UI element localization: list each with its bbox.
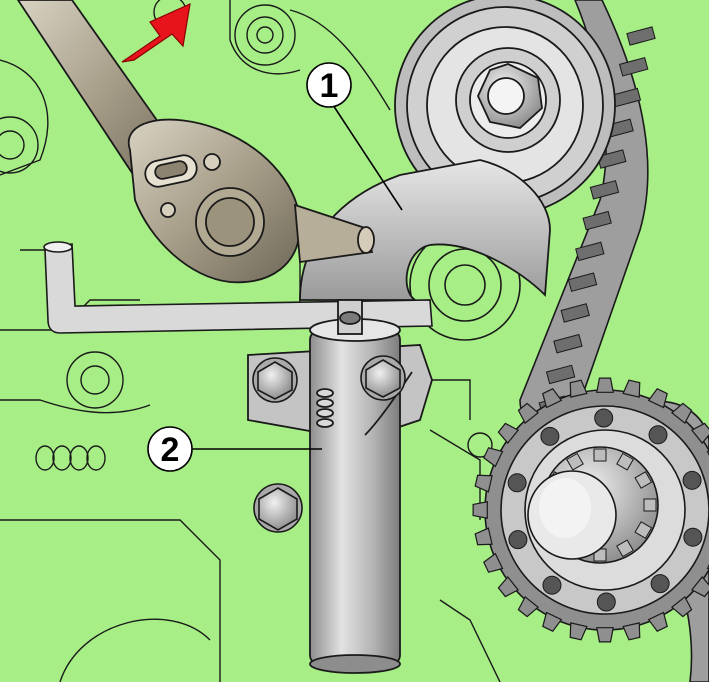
sprocket-tooth xyxy=(497,575,520,598)
sprocket-tooth xyxy=(690,575,709,598)
belt-tooth xyxy=(618,56,649,77)
sprocket-hole xyxy=(507,473,527,493)
sprocket-hole xyxy=(540,426,560,446)
sprocket-tooth xyxy=(483,447,504,468)
sprocket-tooth xyxy=(472,501,488,519)
sprocket-tooth xyxy=(483,552,504,573)
red-arrow-up-right-icon xyxy=(121,2,191,63)
spline-tooth xyxy=(566,452,584,471)
callout-1-label: 1 xyxy=(320,67,339,105)
spline-tooth xyxy=(634,521,653,539)
sprocket-hole xyxy=(594,408,614,428)
sprocket-hole xyxy=(542,575,562,595)
cylinder-grooves xyxy=(316,388,334,428)
callout-leaders xyxy=(190,104,403,450)
sprocket-tooth xyxy=(474,474,493,493)
background-bosses xyxy=(0,0,493,471)
ratchet-wrench xyxy=(16,0,375,284)
sprocket-hole xyxy=(683,527,703,547)
belt-tooth xyxy=(567,272,598,292)
sprocket-tooth xyxy=(542,388,563,409)
sprocket-tooth xyxy=(622,379,641,398)
lower-sprocket xyxy=(472,377,709,643)
tensioner-bracket xyxy=(299,159,551,301)
mounting-bolts xyxy=(252,355,406,533)
belt-tooth xyxy=(560,303,590,323)
sprocket-tooth xyxy=(596,377,614,393)
sprocket-hole xyxy=(596,592,616,612)
sprocket-tooth xyxy=(647,611,668,632)
sprocket-tooth xyxy=(622,622,641,641)
spline-tooth xyxy=(593,448,607,462)
sprocket-hole xyxy=(650,574,670,594)
sprocket-tooth xyxy=(542,611,563,632)
sprocket-tooth xyxy=(647,388,668,409)
bolt-lower xyxy=(253,483,303,533)
sprocket-hole xyxy=(682,470,702,490)
belt-tooth xyxy=(575,241,605,262)
sprocket-tooth xyxy=(670,402,693,425)
bolt-upper-left xyxy=(252,357,298,403)
callout-2-label: 2 xyxy=(161,431,180,469)
tensioner-roller xyxy=(394,0,616,216)
sprocket-hole xyxy=(508,530,528,550)
sprocket-tooth xyxy=(690,422,709,445)
sprocket-tooth xyxy=(596,627,614,643)
sprocket-tooth xyxy=(670,595,693,618)
spline-tooth xyxy=(643,498,657,512)
spline-tooth xyxy=(634,471,653,489)
belt-tooth xyxy=(582,210,612,231)
sprocket-tooth xyxy=(569,622,588,641)
belt-tooth xyxy=(626,26,656,46)
spline-tooth xyxy=(616,452,634,471)
sprocket-tooth xyxy=(569,379,588,398)
bolt-upper-right xyxy=(360,355,406,401)
spline-tooth xyxy=(616,539,634,558)
sprocket-tooth xyxy=(497,422,520,445)
callout-1: 1 xyxy=(306,62,352,108)
sprocket-tooth xyxy=(517,595,540,618)
sprocket-tooth xyxy=(517,402,540,425)
belt-tooth xyxy=(553,333,583,354)
sprocket-hole xyxy=(648,425,668,445)
callout-2: 2 xyxy=(147,426,193,472)
hex-key xyxy=(43,241,433,334)
sprocket-tooth xyxy=(474,527,493,546)
belt-tooth xyxy=(545,364,576,385)
belt-tooth xyxy=(589,180,620,200)
